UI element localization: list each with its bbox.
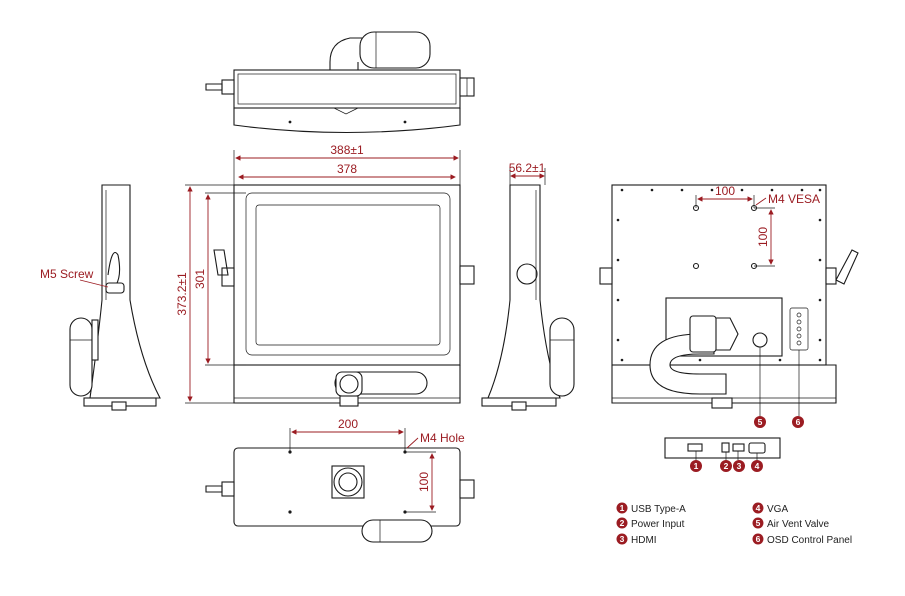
svg-text:6: 6 xyxy=(756,534,761,544)
legend-label-hdmi: HDMI xyxy=(631,535,657,546)
legend: 1 USB Type-A 2 Power Input 3 HDMI 4 VGA … xyxy=(616,502,852,546)
svg-text:6: 6 xyxy=(796,417,801,427)
dim-bottom-v: 100 xyxy=(417,472,431,492)
label-m4-vesa: M4 VESA xyxy=(768,192,820,206)
rear-view xyxy=(599,184,859,409)
legend-label-air-vent: Air Vent Valve xyxy=(767,519,830,530)
dim-overall-height: 373.2±1 xyxy=(175,272,189,316)
legend-label-vga: VGA xyxy=(767,504,788,515)
svg-text:4: 4 xyxy=(755,461,760,471)
legend-label-osd: OSD Control Panel xyxy=(767,535,852,546)
callout-4: 4 xyxy=(751,460,763,472)
svg-text:2: 2 xyxy=(724,461,729,471)
label-m5-screw: M5 Screw xyxy=(40,267,94,281)
legend-label-usb: USB Type-A xyxy=(631,504,686,515)
svg-text:1: 1 xyxy=(694,461,699,471)
svg-text:3: 3 xyxy=(737,461,742,471)
svg-text:1: 1 xyxy=(620,503,625,513)
callout-1: 1 xyxy=(690,460,702,472)
legend-badge-4: 4 xyxy=(752,502,764,514)
dim-depth: 56.2±1 xyxy=(509,161,546,175)
legend-badge-3: 3 xyxy=(616,533,628,545)
left-side-view: M5 Screw xyxy=(40,184,161,411)
svg-text:5: 5 xyxy=(756,518,761,528)
dim-overall-width: 388±1 xyxy=(330,143,364,157)
callout-5: 5 xyxy=(754,416,766,428)
bottom-view xyxy=(205,447,475,543)
svg-text:2: 2 xyxy=(620,518,625,528)
legend-badge-6: 6 xyxy=(752,533,764,545)
front-dimensions: 388±1 378 373.2±1 301 xyxy=(175,143,461,404)
dim-vesa-h: 100 xyxy=(715,184,735,198)
legend-label-power: Power Input xyxy=(631,519,685,530)
svg-text:5: 5 xyxy=(758,417,763,427)
right-side-view: 56.2±1 xyxy=(481,161,575,411)
io-panel xyxy=(664,437,781,460)
front-view xyxy=(213,184,475,407)
legend-badge-1: 1 xyxy=(616,502,628,514)
bottom-dimensions: 200 M4 Hole 100 xyxy=(289,417,465,513)
callout-6: 6 xyxy=(792,416,804,428)
label-m4-hole: M4 Hole xyxy=(420,431,465,445)
dim-vesa-v: 100 xyxy=(756,227,770,247)
legend-badge-2: 2 xyxy=(616,517,628,529)
callout-3: 3 xyxy=(733,460,745,472)
svg-text:4: 4 xyxy=(756,503,761,513)
svg-text:3: 3 xyxy=(620,534,625,544)
top-view xyxy=(205,31,475,134)
dim-screen-height: 301 xyxy=(193,269,207,289)
callout-2: 2 xyxy=(720,460,732,472)
rear-dimensions: 100 M4 VESA 100 xyxy=(695,184,820,267)
dim-bottom-h: 200 xyxy=(338,417,358,431)
dim-screen-width: 378 xyxy=(337,162,357,176)
callouts: 5 6 1 2 3 4 xyxy=(690,347,804,472)
legend-badge-5: 5 xyxy=(752,517,764,529)
